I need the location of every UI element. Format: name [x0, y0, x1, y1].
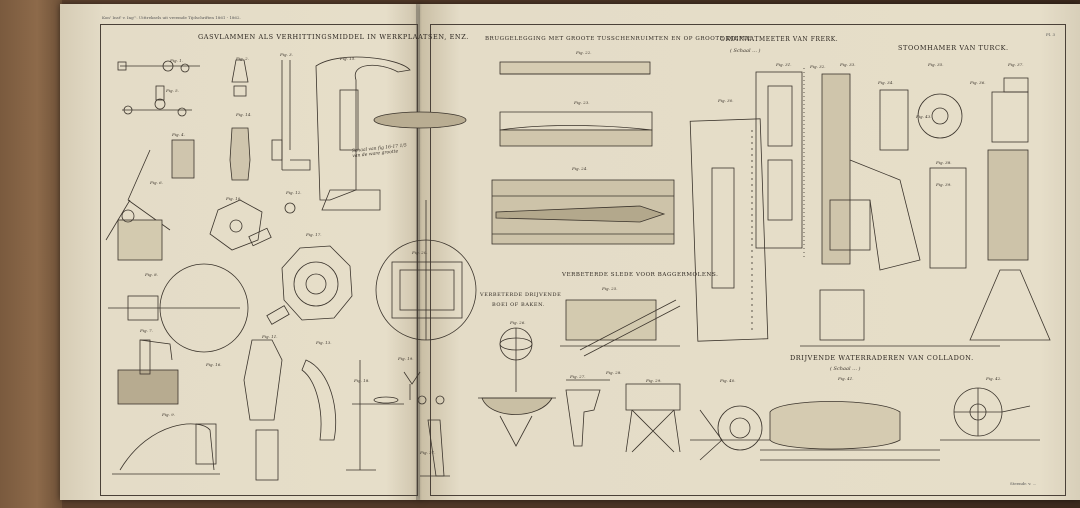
book-cover — [0, 0, 62, 508]
fig-label: Fig. 4. — [172, 132, 185, 137]
fig-label: Fig. 39. — [936, 182, 952, 187]
fig-27-drawing — [565, 389, 601, 447]
fig-33-hammer-drawing — [800, 289, 1000, 347]
fig-label: Fig. 2. — [236, 56, 249, 61]
fig-41-waterwheel-drawing — [690, 405, 790, 461]
fig-label: Fig. 38. — [936, 160, 952, 165]
fig-label: Fig. 10. — [226, 196, 242, 201]
fig-label: Fig. 18. — [354, 378, 370, 383]
fig-label: Fig. 21. — [420, 450, 436, 455]
fig-11-drawing — [243, 339, 283, 421]
ordinate-scale-note: ( Schaal ... ) — [730, 48, 761, 54]
page-number: Pl. 3 — [1046, 32, 1056, 37]
fig-10-star-drawing — [209, 199, 263, 251]
fig-6-machine-drawing — [105, 149, 171, 261]
fig-13-drawing — [301, 359, 337, 441]
fig-label: Fig. 28. — [606, 370, 622, 375]
fig-label: Fig. 15. — [340, 56, 356, 61]
fig-label: Fig. 8. — [145, 272, 158, 277]
ordinate-panel-title: ORDINAATMEETER VAN FRERK. — [720, 36, 839, 43]
fig-2-cone-drawing — [231, 59, 249, 83]
book-spine — [416, 4, 426, 500]
fig-label: Fig. 27. — [570, 374, 586, 379]
fig-31-drawing — [755, 68, 805, 260]
fig-label: Fig. 34. — [878, 80, 894, 85]
fig-24-river-drawing — [491, 179, 675, 245]
left-plate-frame — [100, 24, 418, 496]
fig-label: Fig. 9. — [162, 412, 175, 417]
gas-panel-title: GASVLAMMEN ALS VERHITTINGSMIDDEL IN WERK… — [198, 33, 469, 41]
fig-label: Fig. 31. — [776, 62, 792, 67]
fig-35-hammer-drawing — [879, 89, 967, 269]
buoy-panel-title-2: BOEI OF BAKEN. — [492, 302, 545, 308]
buoy-panel-title: VERBETERDE DRIJVENDE — [480, 292, 562, 298]
dredge-panel-title: VERBETERDE SLEDE VOOR BAGGERMOLENS. — [562, 272, 719, 278]
fig-26-buoy-drawing — [478, 327, 556, 447]
fig-label: Fig. 17. — [306, 232, 322, 237]
fig-label: Fig. 29. — [646, 378, 662, 383]
fig-5-valve-drawing — [122, 85, 192, 117]
fig-17-ring-drawing — [266, 245, 353, 325]
fig-43-waterwheel-drawing — [940, 387, 1040, 441]
fig-15-stand-drawing — [315, 56, 467, 211]
fig-18-stand-drawing — [346, 360, 404, 471]
fig-label: Fig. 5. — [166, 88, 179, 93]
fig-label: Fig. 37. — [1008, 62, 1024, 67]
bridge-panel-title: BRUGGELEGGING MET GROOTE TUSSCHENRUIMTEN… — [485, 36, 755, 42]
fig-4-cylinder-drawing — [171, 139, 195, 179]
fig-label: Fig. 16. — [206, 362, 222, 367]
fig-label: Fig. 25. — [602, 286, 618, 291]
fig-label: Fig. 35. — [928, 62, 944, 67]
fig-label: Fig. 24. — [572, 166, 588, 171]
fig-1-burner-drawing — [117, 60, 200, 73]
hammer-panel-title: STOOMHAMER VAN TURCK. — [898, 44, 1009, 52]
fig-42-pontoon-drawing — [760, 401, 940, 461]
fig-label: Fig. 6. — [150, 180, 163, 185]
fig-label: Fig. 7. — [140, 328, 153, 333]
waterwheel-panel-title: DRIJVENDE WATERRADEREN VAN COLLADON. — [790, 354, 974, 362]
fig-9-saw-drawing — [112, 423, 220, 475]
right-page — [420, 4, 1080, 500]
fig-label: Fig. 1. — [170, 58, 183, 63]
fig-label: Fig. 42. — [986, 376, 1002, 381]
fig-label: Fig. 11. — [262, 334, 278, 339]
printer-credit: Steendr. v. ... — [1010, 481, 1037, 486]
fig-23-bridge-drawing — [499, 111, 653, 147]
fig-label: Fig. 20. — [412, 250, 428, 255]
fig-19-drawing — [403, 371, 445, 405]
fig-label: Fig. 36. — [970, 80, 986, 85]
fig-25-dredge-drawing — [560, 299, 681, 357]
fig-label: Fig. 19. — [398, 356, 414, 361]
fig-36-anvil-drawing — [969, 77, 1051, 341]
fig-30-ordinate-drawing — [689, 118, 769, 342]
plate-header: Konʳ Instᵗ v. Ingʳˢ. Uittreksels uit vre… — [102, 15, 241, 20]
fig-label: Fig. 32. — [810, 64, 826, 69]
fig-label: Fig. 30. — [718, 98, 734, 103]
fig-label: Fig. 22. — [576, 50, 592, 55]
fig-label: Fig. 3. — [280, 52, 293, 57]
fig-21-drawing — [420, 419, 450, 477]
waterwheel-scale-note: ( Schaal ... ) — [830, 366, 861, 372]
fig-3-tube-drawing — [271, 60, 311, 171]
fig-label: Fig. 40. — [720, 378, 736, 383]
fig-label: Fig. 13. — [316, 340, 332, 345]
fig-label: Fig. 14. — [236, 112, 252, 117]
fig-16-furnace-drawing — [375, 200, 477, 341]
right-plate-frame — [430, 24, 1066, 496]
fig-32-hammer-drawing — [821, 73, 921, 271]
fig-label: Fig. 26. — [510, 320, 526, 325]
fig-label: Fig. 12. — [286, 190, 302, 195]
fig-label: Fig. 23. — [574, 100, 590, 105]
fig-8-disc-drawing — [108, 263, 249, 353]
fig-7-press-drawing — [117, 339, 179, 405]
fig-label: Fig. 41. — [838, 376, 854, 381]
fig-22-bridge-drawing — [499, 61, 651, 75]
fig-label: Fig. 43. — [916, 114, 932, 119]
fig-label: Fig. 33. — [840, 62, 856, 67]
fig-29-trestle-drawing — [625, 383, 681, 453]
